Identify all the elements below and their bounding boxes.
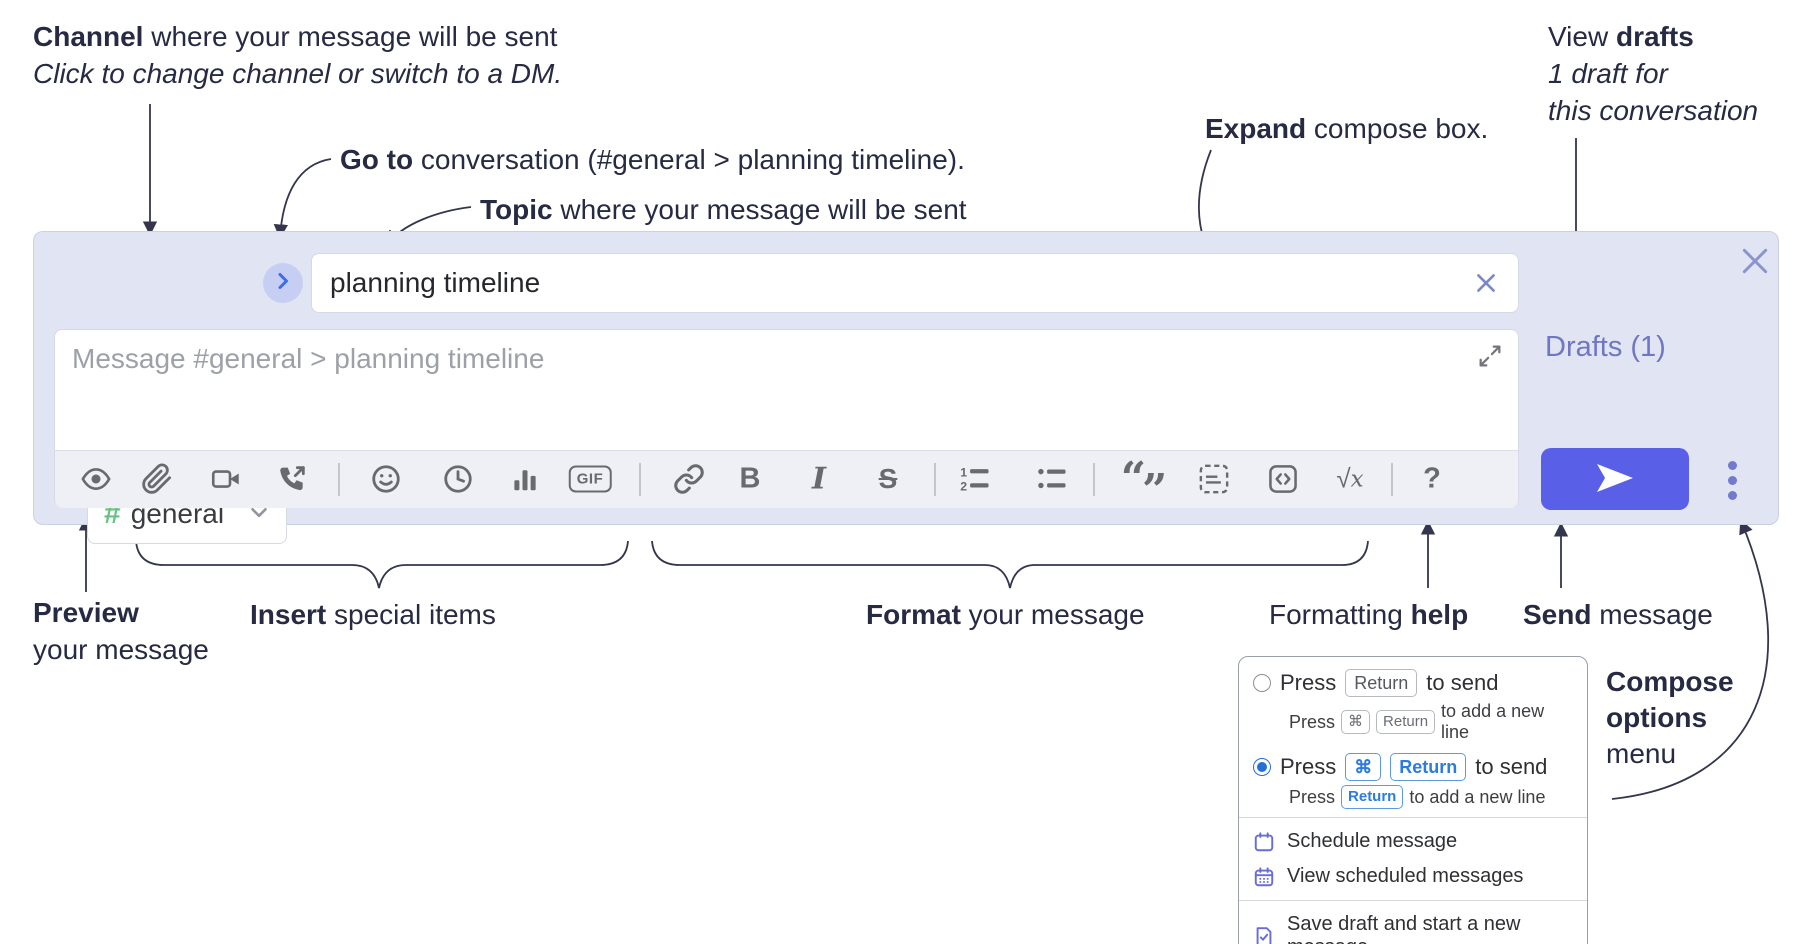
time-icon[interactable] [442, 463, 474, 495]
message-input[interactable] [55, 330, 1518, 449]
send-annotation: Send message [1523, 599, 1713, 630]
clear-topic-icon[interactable] [1468, 261, 1504, 305]
expand-compose-icon[interactable] [1476, 342, 1506, 372]
cmd-key: ⌘ [1345, 753, 1382, 781]
compose-options-annotation: Compose options menu [1606, 666, 1734, 769]
chevron-right-icon [271, 269, 295, 298]
send-button[interactable] [1541, 448, 1689, 510]
link-icon[interactable] [673, 463, 705, 495]
chevron-down-icon [246, 499, 272, 530]
return-key: Return [1376, 710, 1436, 734]
video-call-icon[interactable] [208, 464, 244, 494]
calendar-dots-icon [1253, 866, 1275, 888]
math-icon[interactable]: √x [1336, 463, 1364, 494]
italic-icon[interactable]: I [811, 461, 827, 497]
format-brace [651, 540, 1369, 589]
formatting-help-annotation: Formatting help [1269, 599, 1469, 630]
cmd-key: ⌘ [1341, 710, 1371, 734]
radio-selected[interactable] [1253, 758, 1271, 776]
strikethrough-icon[interactable]: S [878, 463, 898, 494]
return-key: Return [1390, 753, 1467, 781]
help-icon[interactable]: ? [1423, 462, 1441, 495]
draft-check-icon [1253, 925, 1275, 944]
format-annotation: Format your message [866, 599, 1145, 630]
view-scheduled-messages-item[interactable]: View scheduled messages [1239, 859, 1587, 894]
channel-annotation: Channel where your message will be sent … [33, 21, 563, 89]
svg-text:1: 1 [960, 466, 967, 480]
view-drafts-annotation: View drafts 1 draft for this conversatio… [1548, 21, 1759, 126]
send-option-cmd-return[interactable]: Press ⌘ Return to send Press Return to a… [1239, 751, 1587, 809]
preview-annotation: Preview your message [33, 597, 209, 665]
goto-annotation: Go to conversation (#general > planning … [340, 144, 965, 175]
return-key: Return [1341, 785, 1404, 809]
bulleted-list-icon[interactable] [1036, 464, 1068, 494]
compose-box: # general [33, 231, 1779, 544]
menu-divider [1239, 817, 1587, 818]
save-draft-item[interactable]: Save draft and start a new message [1239, 907, 1587, 944]
toolbar-divider [338, 463, 340, 496]
ellipsis-icon [1727, 460, 1737, 470]
compose-options-menu: Press Return to send Press ⌘ Return to a… [1238, 656, 1588, 944]
send-option-return[interactable]: Press Return to send Press ⌘ Return to a… [1239, 667, 1587, 743]
radio-unselected[interactable] [1253, 674, 1271, 692]
topic-input[interactable] [312, 254, 1518, 312]
calendar-icon [1253, 831, 1275, 853]
code-icon[interactable] [1267, 463, 1299, 495]
insert-brace [135, 540, 629, 589]
close-compose-icon[interactable] [1739, 245, 1771, 277]
paper-plane-icon [1593, 462, 1637, 497]
return-key: Return [1345, 669, 1418, 697]
toolbar-divider [1391, 463, 1393, 496]
drafts-link[interactable]: Drafts (1) [1545, 331, 1666, 363]
toolbar-divider [1093, 463, 1095, 496]
message-box: GIF B I S 12 “” [54, 329, 1519, 516]
spoiler-icon[interactable] [1198, 463, 1230, 495]
gif-icon[interactable]: GIF [568, 465, 612, 493]
schedule-message-item[interactable]: Schedule message [1239, 824, 1587, 859]
topic-annotation: Topic where your message will be sent [480, 194, 967, 225]
svg-text:2: 2 [960, 480, 967, 494]
preview-eye-icon[interactable] [78, 464, 114, 494]
expand-annotation: Expand compose box. [1205, 113, 1489, 144]
toolbar-divider [639, 463, 641, 496]
goto-arrow [273, 158, 332, 239]
goto-conversation-button[interactable] [263, 263, 303, 303]
bold-icon[interactable]: B [739, 462, 761, 495]
compose-options-button[interactable] [1718, 455, 1746, 505]
voice-call-icon[interactable] [276, 463, 308, 495]
toolbar-divider [934, 463, 936, 496]
emoji-icon[interactable] [370, 463, 402, 495]
menu-divider [1239, 900, 1587, 901]
insert-annotation: Insert special items [250, 599, 496, 630]
quote-icon[interactable]: “” [1120, 453, 1168, 516]
attach-file-icon[interactable] [141, 463, 173, 495]
poll-icon[interactable] [510, 464, 540, 494]
topic-field-container [311, 253, 1519, 313]
